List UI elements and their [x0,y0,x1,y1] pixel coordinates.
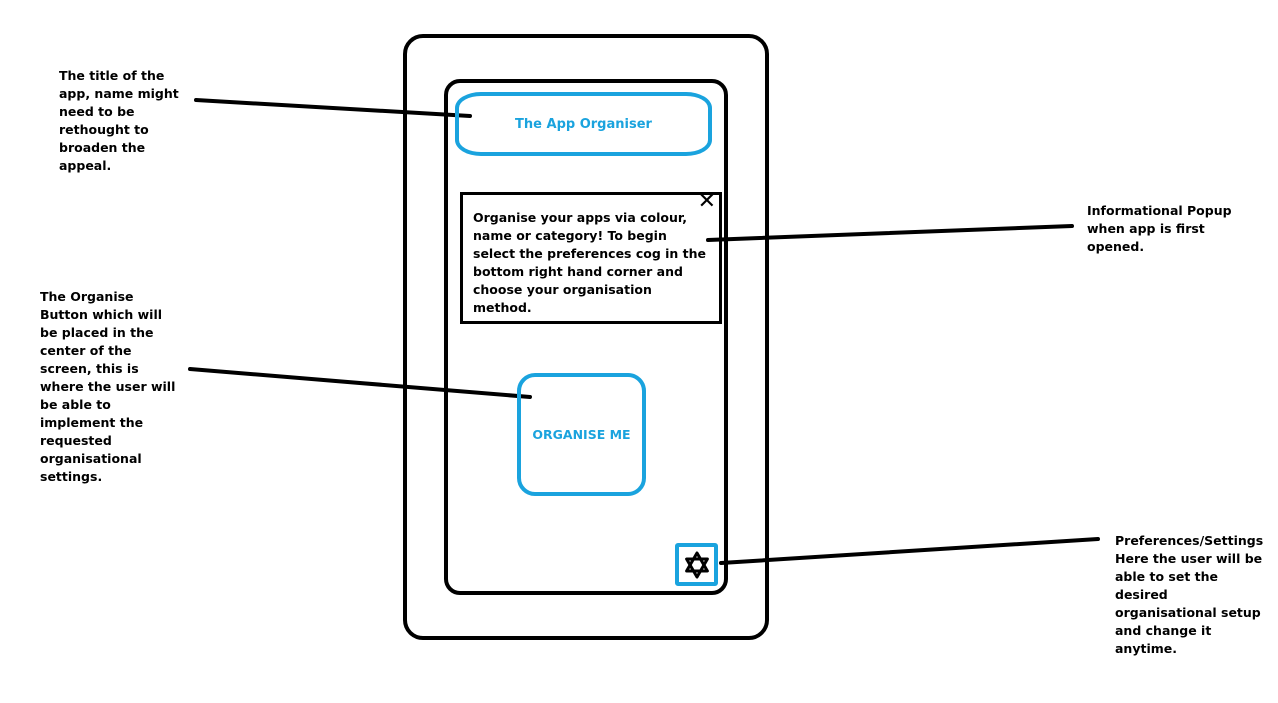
phone-frame [403,34,769,640]
gear-icon [684,551,709,578]
annotation-settings: Preferences/Settings Here the user will … [1115,533,1264,656]
connector-title [194,98,472,118]
app-title-bar: The App Organiser [455,92,712,156]
popup-message: Organise your apps via colour, name or c… [473,210,707,315]
app-title: The App Organiser [515,116,652,132]
info-popup: ✕ Organise your apps via colour, name or… [460,189,722,324]
close-icon[interactable]: ✕ [697,189,716,214]
connector-organise [188,367,532,399]
organise-button-label: ORGANISE ME [532,427,631,442]
phone-screen [444,79,728,595]
annotation-title: The title of the app, name might need to… [59,68,179,173]
connector-settings [719,537,1100,565]
organise-button[interactable]: ORGANISE ME [517,373,646,496]
annotation-popup: Informational Popup when app is first op… [1087,203,1232,254]
settings-button[interactable] [675,543,718,586]
annotation-organise-button: The Organise Button which will be placed… [40,289,176,484]
